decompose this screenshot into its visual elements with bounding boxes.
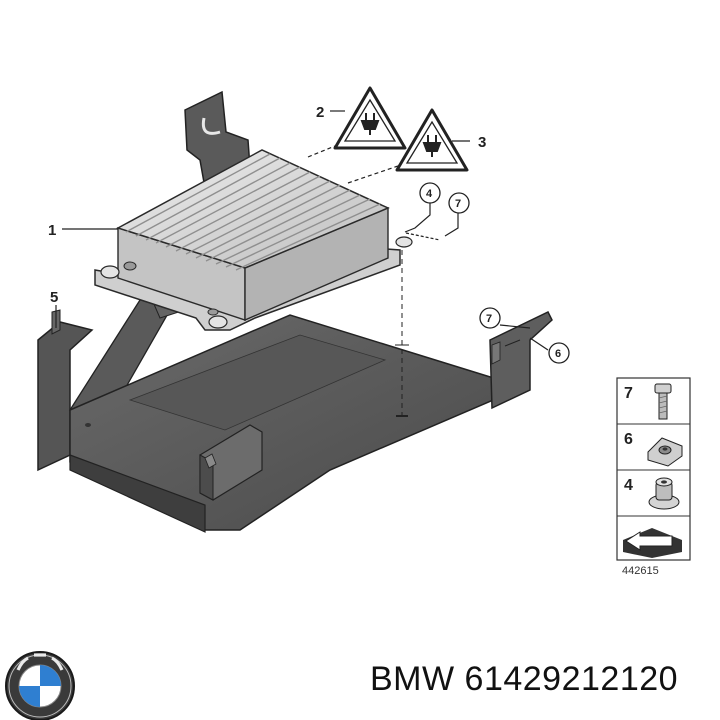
diagram-id: 442615: [622, 565, 659, 577]
bolt-icon: [654, 383, 672, 420]
part-caption: BMW 61429212120: [370, 660, 678, 699]
mounting-bracket: [37, 289, 553, 533]
callout-3: 3: [478, 134, 486, 151]
warning-triangle-3: [395, 108, 469, 172]
callout-5: 5: [50, 289, 58, 306]
leader-lines: [55, 110, 549, 351]
callout-labels: 1 2 3 5 4 7 7 6: [48, 104, 570, 364]
expanding-nut-icon: [648, 477, 680, 510]
brand-name: BMW: [370, 660, 455, 698]
upper-bracket: [184, 90, 251, 190]
direction-arrow-icon: [623, 528, 682, 558]
clip-nut-icon: [647, 437, 683, 467]
warning-triangle-2: [333, 86, 407, 150]
part-number: 61429212120: [464, 660, 679, 698]
callout-7-upper: 7: [455, 198, 461, 210]
control-module: [94, 149, 413, 331]
callout-6: 6: [555, 348, 561, 360]
legend-item-clip-nut: 6: [624, 431, 633, 448]
bmw-logo: [5, 651, 75, 720]
callout-2: 2: [316, 104, 324, 121]
legend-item-expanding-nut: 4: [624, 477, 633, 494]
callout-7-lower: 7: [486, 313, 492, 325]
legend-item-bolt: 7: [624, 385, 633, 402]
bolt-path: [395, 250, 409, 420]
callout-4: 4: [426, 188, 433, 200]
parts-legend: 7 6 4: [616, 377, 691, 577]
callout-1: 1: [48, 222, 56, 239]
